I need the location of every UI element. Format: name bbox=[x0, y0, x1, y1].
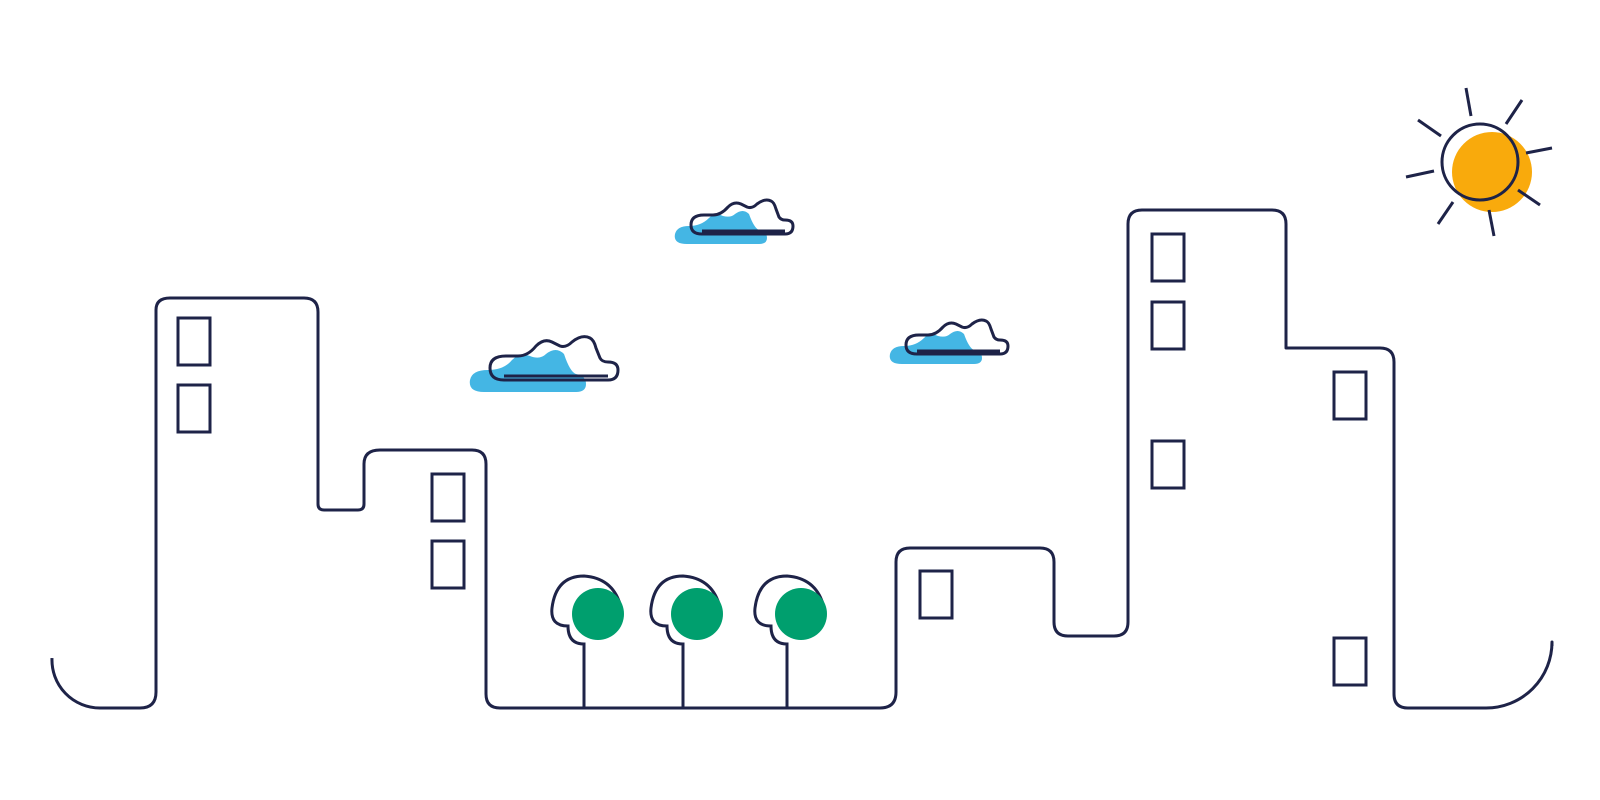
cloud-outline bbox=[689, 198, 795, 236]
sun-fill bbox=[1452, 132, 1532, 212]
cloud-icon bbox=[889, 318, 1010, 364]
window bbox=[1150, 232, 1186, 283]
tree-canopy bbox=[572, 588, 624, 640]
skyline-outline bbox=[50, 208, 1554, 710]
window bbox=[1332, 636, 1368, 687]
tree-trunk bbox=[649, 574, 721, 708]
window bbox=[176, 383, 212, 434]
sun-ray bbox=[1417, 118, 1442, 138]
window bbox=[176, 316, 212, 367]
cloud-icon bbox=[674, 198, 795, 244]
cloud-fill bbox=[674, 211, 767, 244]
sun-ray bbox=[1405, 169, 1435, 179]
tree-trunk bbox=[753, 574, 825, 708]
sun-ray bbox=[1464, 87, 1473, 117]
window bbox=[1332, 370, 1368, 421]
sun-ray bbox=[1517, 188, 1541, 207]
window bbox=[1150, 439, 1186, 490]
tree-canopy bbox=[671, 588, 723, 640]
cloud-icon bbox=[469, 335, 620, 392]
sun-ray bbox=[1436, 201, 1455, 225]
building-windows bbox=[176, 232, 1368, 687]
cloud-outline bbox=[488, 335, 620, 382]
tree-canopy bbox=[775, 588, 827, 640]
tree-icon bbox=[753, 574, 827, 708]
window bbox=[430, 539, 466, 590]
cloud-fill bbox=[469, 350, 586, 392]
sun-outline bbox=[1440, 122, 1520, 202]
window bbox=[918, 569, 954, 620]
tree-icon bbox=[649, 574, 723, 708]
sun-icon bbox=[1405, 87, 1553, 237]
sun-ray bbox=[1525, 146, 1553, 155]
tree-icon bbox=[550, 574, 624, 708]
sun-ray bbox=[1487, 209, 1496, 237]
window bbox=[430, 472, 466, 523]
window bbox=[1150, 300, 1186, 351]
sun-ray bbox=[1504, 99, 1524, 125]
cloud-fill bbox=[889, 331, 982, 364]
tree-trunk bbox=[550, 574, 622, 708]
sun-rays bbox=[1405, 87, 1553, 237]
cloud-outline bbox=[904, 318, 1010, 356]
